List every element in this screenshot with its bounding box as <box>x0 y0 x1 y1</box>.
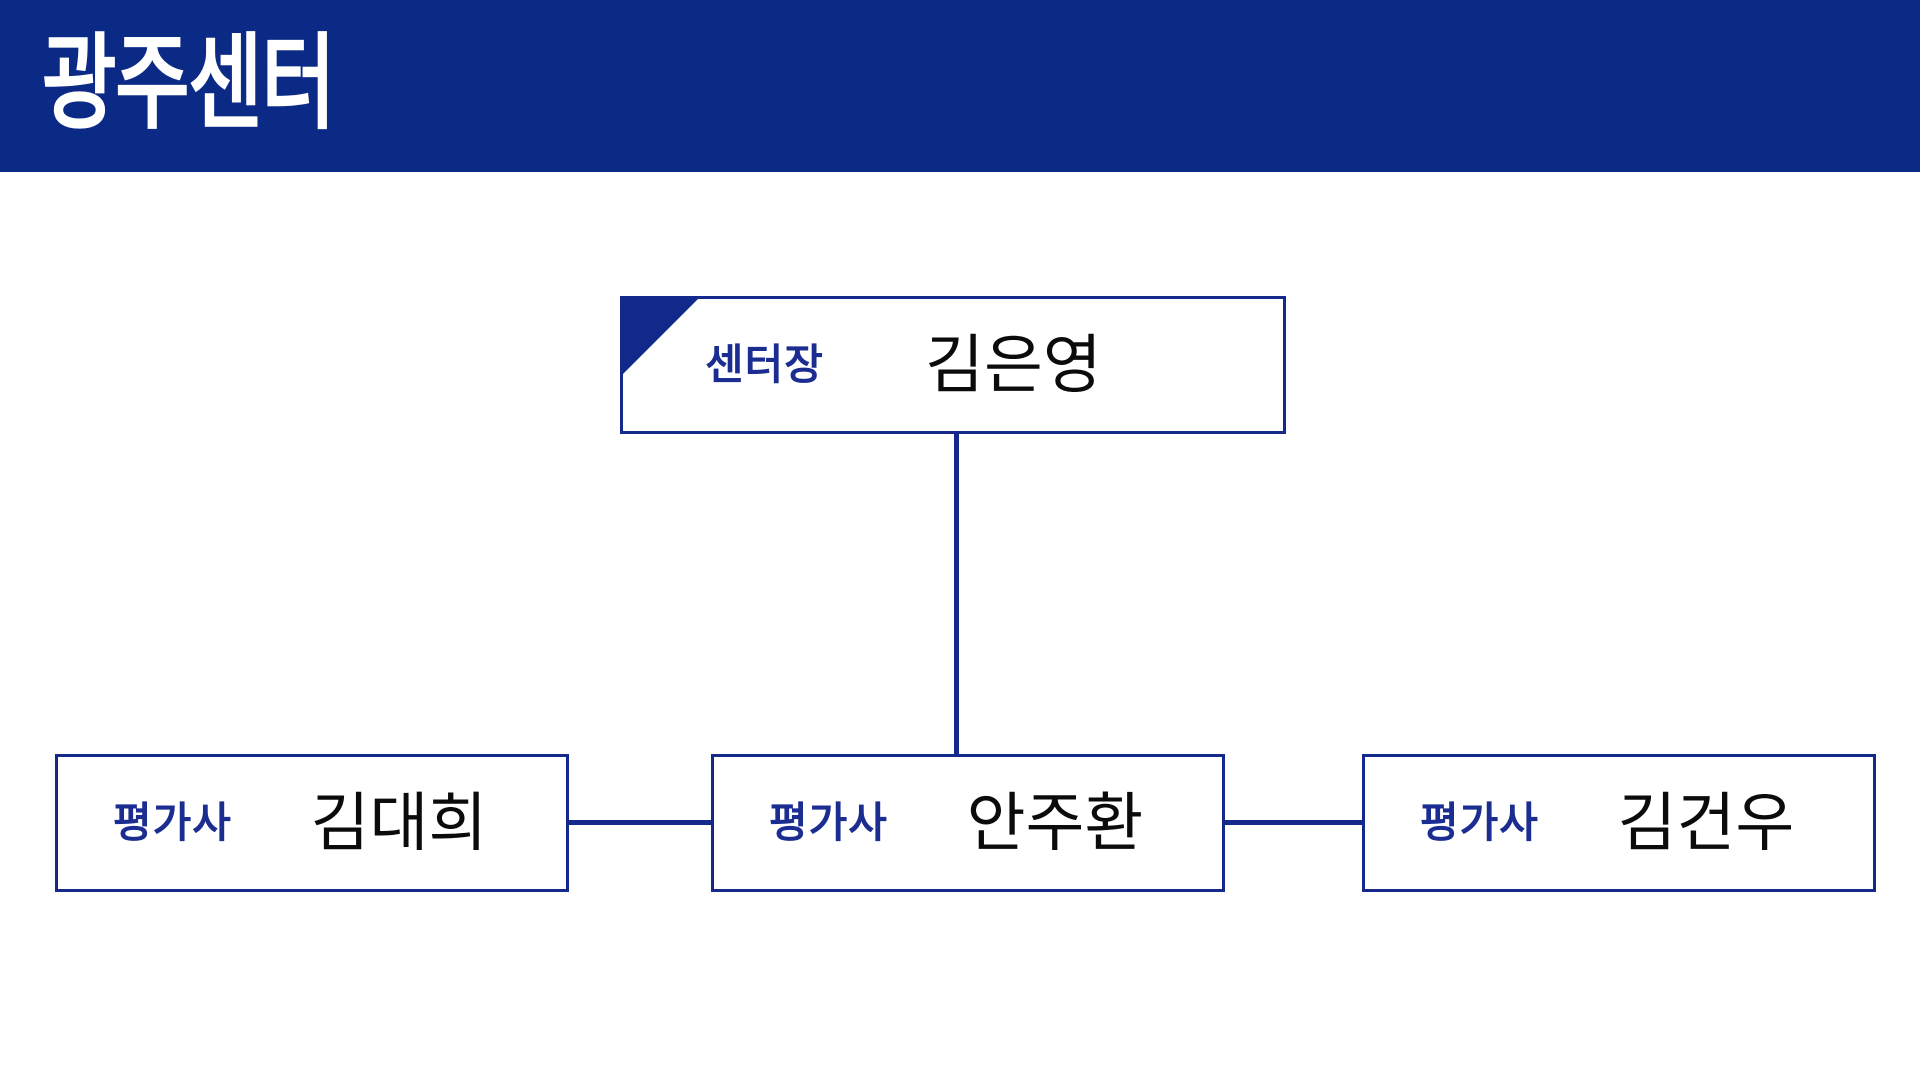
member-name: 김건우 <box>1617 787 1795 859</box>
org-node-director: 센터장 김은영 <box>620 296 1286 434</box>
member-role-label: 평가사 <box>113 799 232 846</box>
header-banner: 광주센터 <box>0 0 1920 172</box>
member-name: 안주환 <box>966 787 1144 859</box>
connector-member1-to-member2 <box>567 820 713 825</box>
org-node-member-2: 평가사 안주환 <box>711 754 1225 892</box>
member-role-label: 평가사 <box>1420 799 1539 846</box>
member-role-label: 평가사 <box>769 799 888 846</box>
connector-member2-to-member3 <box>1223 820 1364 825</box>
corner-triangle-icon <box>622 298 699 375</box>
member-name: 김대희 <box>310 787 488 859</box>
page-title: 광주센터 <box>42 25 336 142</box>
director-role-label: 센터장 <box>705 341 824 388</box>
connector-director-to-members <box>954 434 959 755</box>
org-node-member-3: 평가사 김건우 <box>1362 754 1876 892</box>
director-name: 김은영 <box>925 329 1102 401</box>
org-node-member-1: 평가사 김대희 <box>55 754 569 892</box>
